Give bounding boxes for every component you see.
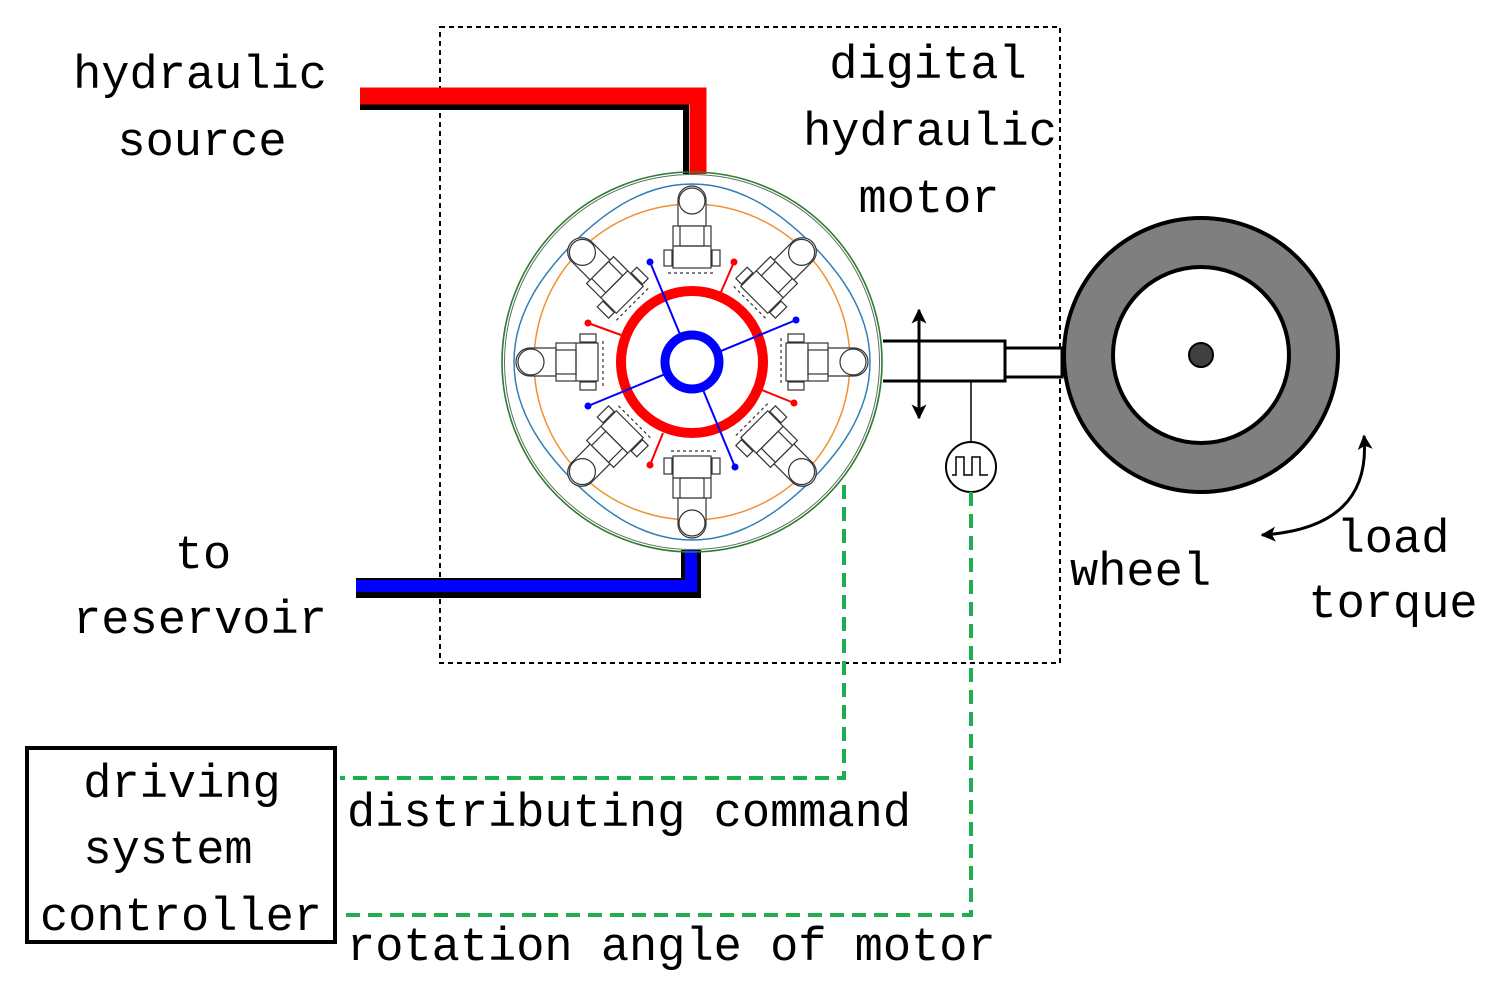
piston-assembly <box>551 221 654 324</box>
high-pressure-link <box>720 261 735 293</box>
sensor-body <box>945 441 997 493</box>
curved-double-arrow-icon <box>1260 434 1373 542</box>
high-pressure-link <box>587 322 622 336</box>
source-label-line2: source <box>117 117 286 170</box>
square-wave-encoder-icon <box>945 441 997 493</box>
piston-assembly <box>551 400 654 503</box>
high-pressure-port <box>730 258 738 266</box>
cam-ring <box>513 183 871 541</box>
controller-box <box>25 746 337 944</box>
wheel-hub <box>1188 342 1214 368</box>
controller-label-line3: controller <box>40 892 322 945</box>
high-pressure-link <box>649 432 664 466</box>
source-label-line1: hydraulic <box>73 50 327 103</box>
rotation-angle-label: rotation angle of motor <box>347 922 996 975</box>
low-pressure-ring <box>660 330 724 394</box>
supply-pipe <box>360 87 707 174</box>
controller-label-line1: driving <box>83 759 280 812</box>
high-pressure-link <box>761 389 795 404</box>
wheel-label: wheel <box>1070 547 1211 600</box>
reservoir-label-line1: to <box>175 530 231 583</box>
motor-shaft <box>883 339 1007 383</box>
radial-piston-motor <box>501 171 883 553</box>
piston-assembly <box>780 333 869 391</box>
supply-pipe-flow <box>360 87 707 174</box>
low-pressure-port <box>792 316 800 324</box>
controller-label-line2: system <box>83 825 252 878</box>
shaft-coupling <box>1003 346 1064 379</box>
motor-boundary-box <box>439 26 1061 664</box>
load-label-line1: load <box>1337 514 1450 567</box>
high-pressure-ring <box>616 286 768 438</box>
piston-assembly <box>663 185 721 274</box>
distributing-command-line <box>340 485 846 780</box>
distributing-command-label: distributing command <box>347 788 911 841</box>
high-pressure-port <box>790 399 798 407</box>
motor-label-line1: digital <box>829 40 1026 93</box>
motor-housing-outer <box>501 171 883 553</box>
high-pressure-port <box>646 461 654 469</box>
wheel <box>1062 216 1340 494</box>
high-pressure-port <box>584 319 592 327</box>
return-pipe <box>356 550 701 598</box>
return-pipe-flow <box>356 550 697 592</box>
rotation-angle-line <box>340 492 973 917</box>
motor-label-line3: motor <box>858 174 999 227</box>
piston-assembly <box>730 221 833 324</box>
load-label-line2: torque <box>1308 579 1477 632</box>
motor-housing-inner <box>504 174 880 550</box>
low-pressure-port <box>731 463 739 471</box>
supply-pipe-wall <box>360 104 689 174</box>
piston-assembly <box>730 400 833 503</box>
reservoir-label-line2: reservoir <box>73 595 327 648</box>
piston-assembly <box>515 333 604 391</box>
piston-assembly <box>663 450 721 539</box>
low-pressure-port <box>646 258 654 266</box>
motor-label-line2: hydraulic <box>803 107 1057 160</box>
low-pressure-port <box>584 402 592 410</box>
square-wave-glyph <box>952 456 988 476</box>
